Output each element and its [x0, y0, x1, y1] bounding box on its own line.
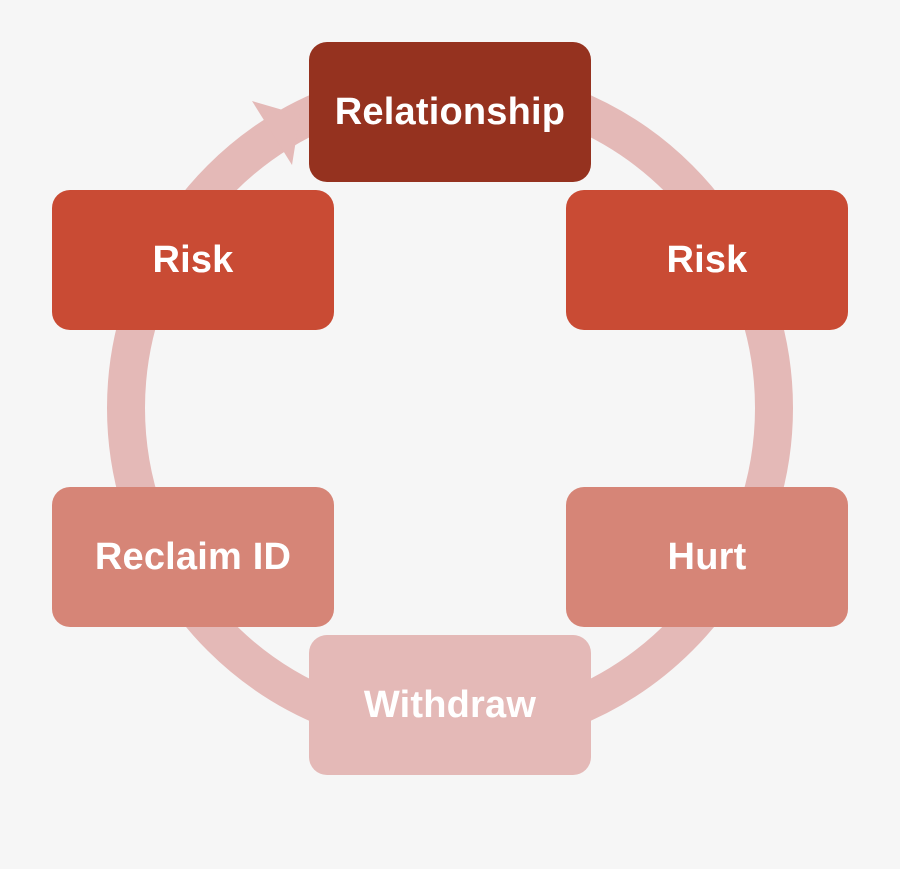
- cycle-step-relationship: Relationship: [309, 42, 591, 182]
- cycle-step-label: Relationship: [334, 90, 566, 133]
- cycle-step-label: Reclaim ID: [94, 535, 292, 578]
- cycle-step-risk-left: Risk: [52, 190, 334, 330]
- cycle-arrowhead: [252, 101, 300, 165]
- cycle-step-withdraw: Withdraw: [309, 635, 591, 775]
- cycle-step-label: Risk: [666, 238, 748, 281]
- cycle-step-reclaim-id: Reclaim ID: [52, 487, 334, 627]
- cycle-step-risk-right: Risk: [566, 190, 848, 330]
- cycle-step-hurt: Hurt: [566, 487, 848, 627]
- cycle-step-label: Risk: [152, 238, 234, 281]
- cycle-step-label: Hurt: [667, 535, 747, 578]
- cycle-step-label: Withdraw: [363, 683, 537, 726]
